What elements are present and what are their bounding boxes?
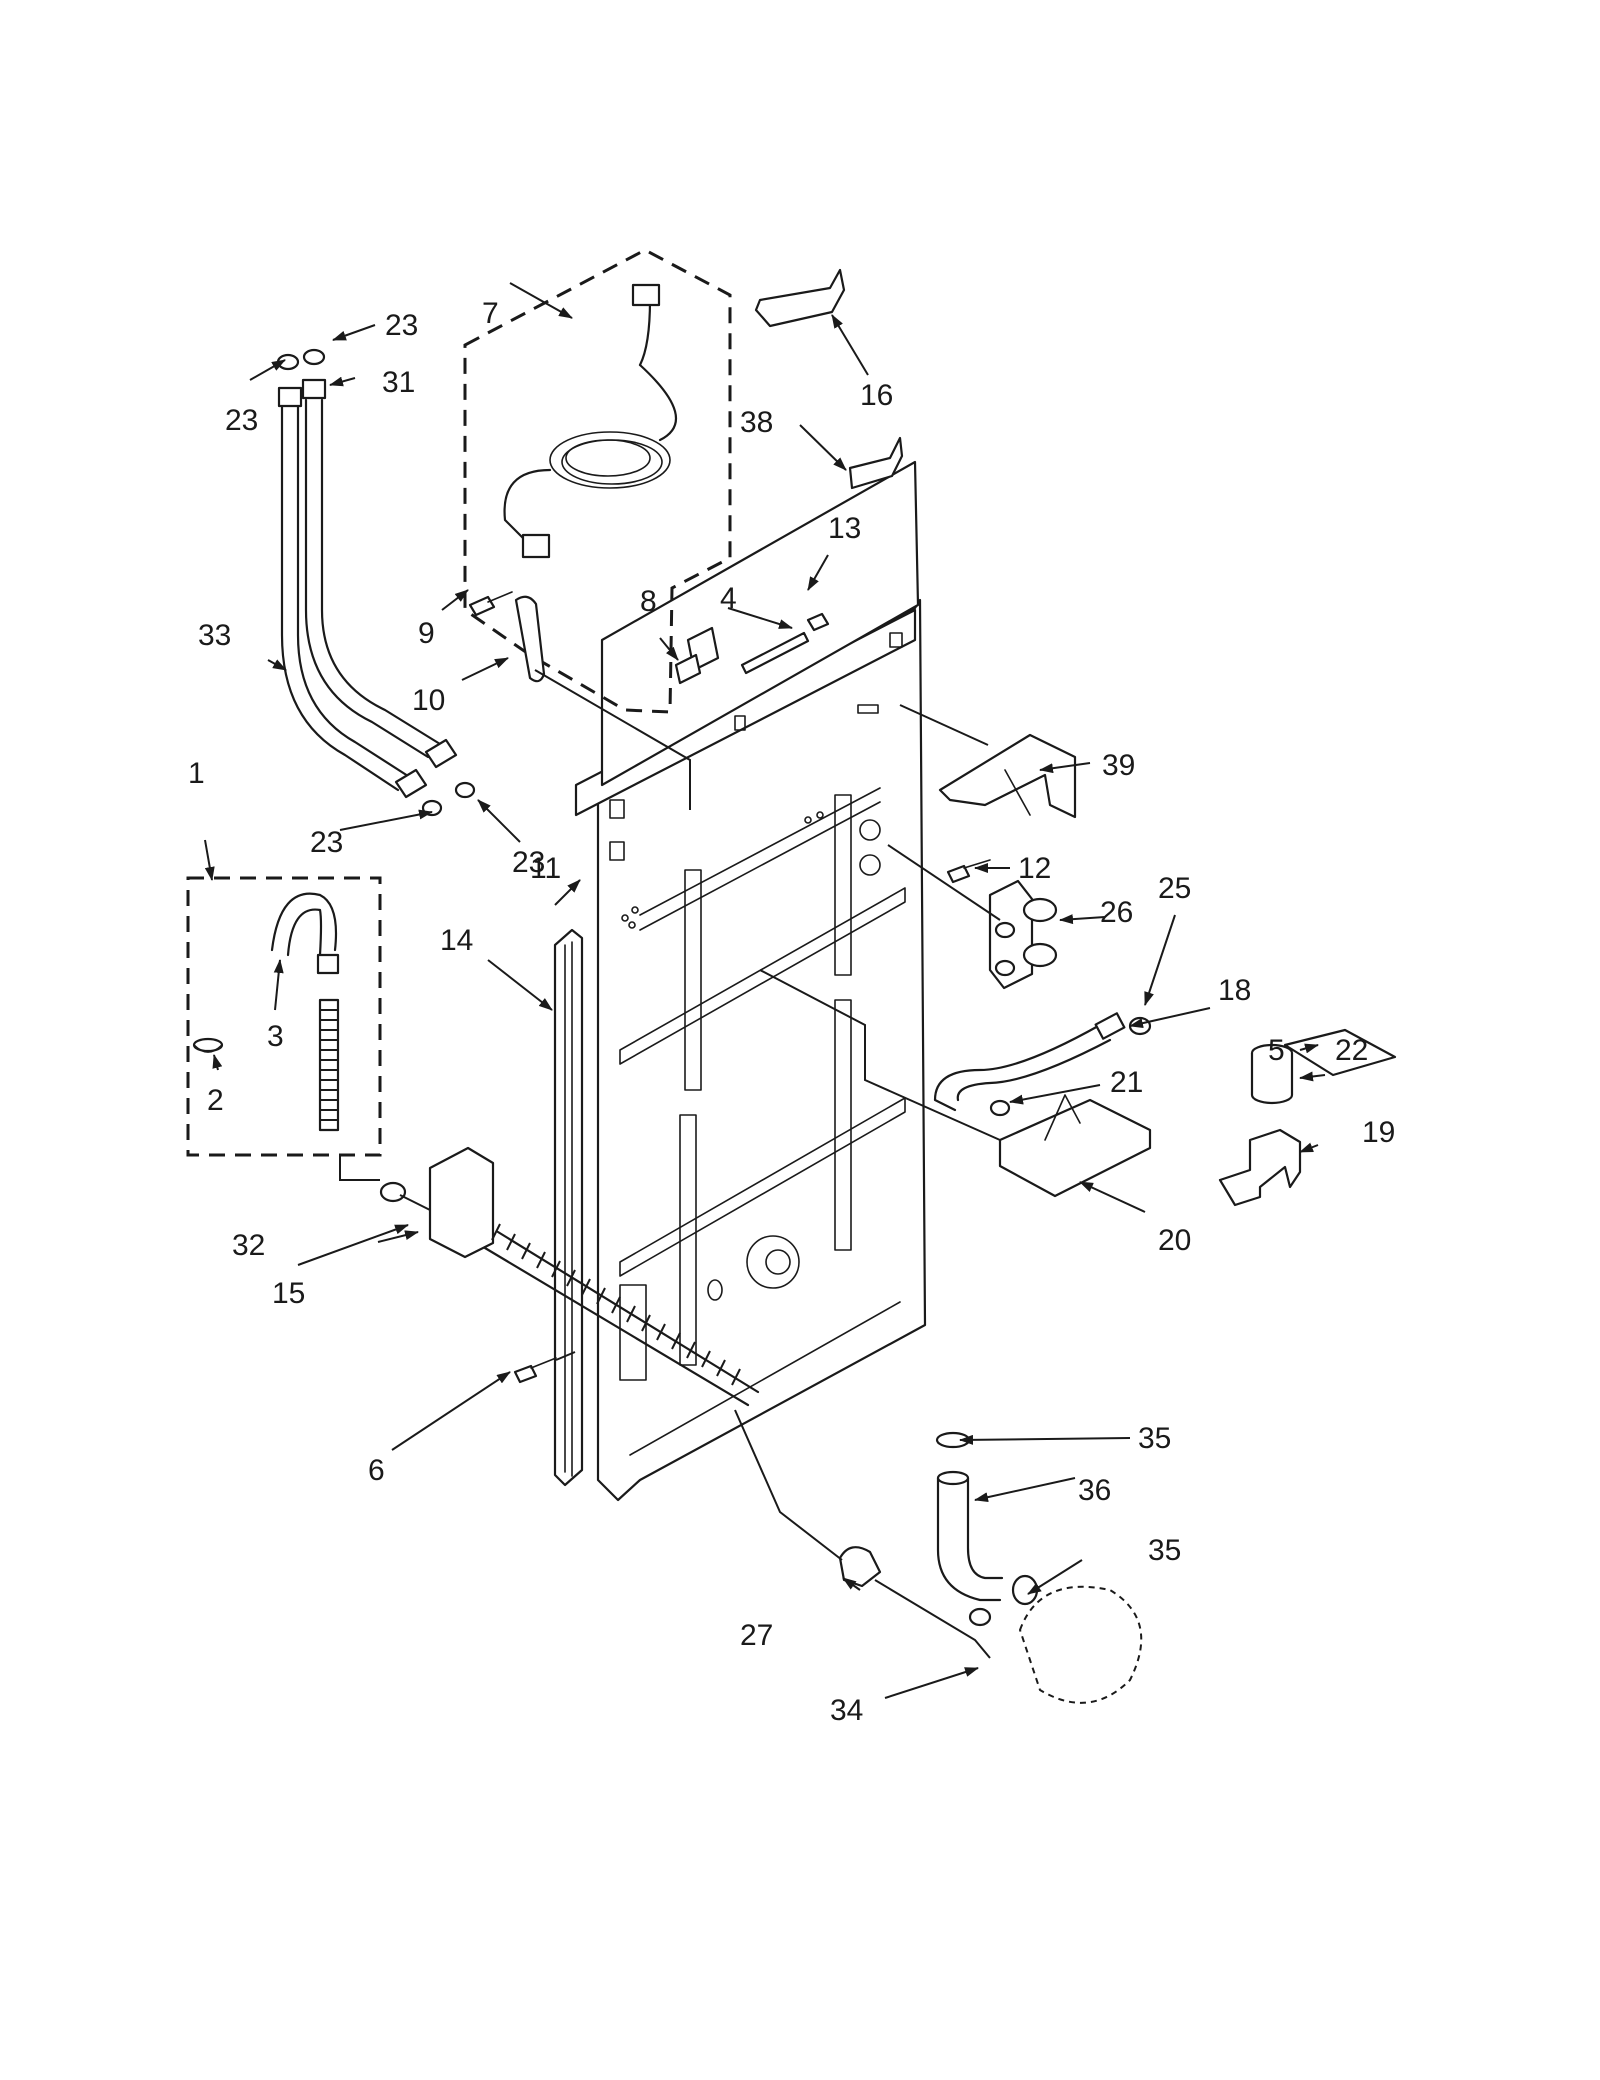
callout-22: 22 <box>1335 1034 1368 1067</box>
callout-35a: 35 <box>1138 1422 1171 1455</box>
callout-9: 9 <box>418 617 435 650</box>
callout-25: 25 <box>1158 872 1191 905</box>
callout-23c: 23 <box>310 826 343 859</box>
arrow-leaders <box>204 282 1326 1699</box>
callout-1: 1 <box>188 757 205 790</box>
fill-hose <box>933 1012 1152 1117</box>
callout-23a: 23 <box>385 309 418 342</box>
callout-14: 14 <box>440 924 473 957</box>
water-valve <box>988 879 1058 990</box>
callout-15: 15 <box>272 1277 305 1310</box>
callout-36: 36 <box>1078 1474 1111 1507</box>
callout-11: 11 <box>530 852 561 885</box>
callout-3: 3 <box>267 1020 284 1053</box>
callout-21: 21 <box>1110 1066 1143 1099</box>
callout-16: 16 <box>860 379 893 412</box>
callout-19: 19 <box>1362 1116 1395 1149</box>
callout-5: 5 <box>1268 1034 1285 1067</box>
inlet-hoses <box>276 348 476 817</box>
callout-13: 13 <box>828 512 861 545</box>
callout-2: 2 <box>207 1084 224 1117</box>
pump-outline <box>1018 1585 1143 1704</box>
callout-8: 8 <box>640 585 657 618</box>
drain-kit <box>186 876 382 1157</box>
callout-4: 4 <box>720 582 737 615</box>
callout-23d: 23 <box>512 846 545 879</box>
callout-7: 7 <box>482 297 499 330</box>
callout-33: 33 <box>198 619 231 652</box>
connector-15 <box>428 1146 495 1259</box>
callout-39: 39 <box>1102 749 1135 782</box>
hardware <box>468 591 991 1384</box>
callout-18: 18 <box>1218 974 1251 1007</box>
callout-12: 12 <box>1018 852 1051 885</box>
callout-20: 20 <box>1158 1224 1191 1257</box>
callout-23b: 23 <box>225 404 258 437</box>
callout-38: 38 <box>740 406 773 439</box>
callout-32: 32 <box>232 1229 265 1262</box>
bracket-19 <box>1218 1128 1302 1207</box>
drain-hose-36 <box>935 1431 1039 1627</box>
dispenser <box>998 1098 1152 1198</box>
drain-hose-corrugated <box>483 1223 760 1407</box>
callout-6: 6 <box>368 1454 385 1487</box>
capacitor-22 <box>1250 1043 1294 1105</box>
clip-27 <box>838 1546 882 1588</box>
callout-10: 10 <box>412 684 445 717</box>
callout-27: 27 <box>740 1619 773 1652</box>
bracket-16 <box>754 268 846 328</box>
rear-panel <box>574 460 927 1502</box>
callout-26: 26 <box>1100 896 1133 929</box>
callout-labels: 1 2 3 4 5 6 7 8 9 10 11 12 13 14 15 16 1… <box>188 297 1395 1727</box>
corner-strip <box>553 928 584 1487</box>
clip-38 <box>848 436 904 490</box>
label-5 <box>1283 1028 1397 1077</box>
connector-lines <box>339 669 1001 1659</box>
callout-34: 34 <box>830 1694 863 1727</box>
clamp-32 <box>379 1181 407 1203</box>
callout-31: 31 <box>382 366 415 399</box>
callout-35b: 35 <box>1148 1534 1181 1567</box>
